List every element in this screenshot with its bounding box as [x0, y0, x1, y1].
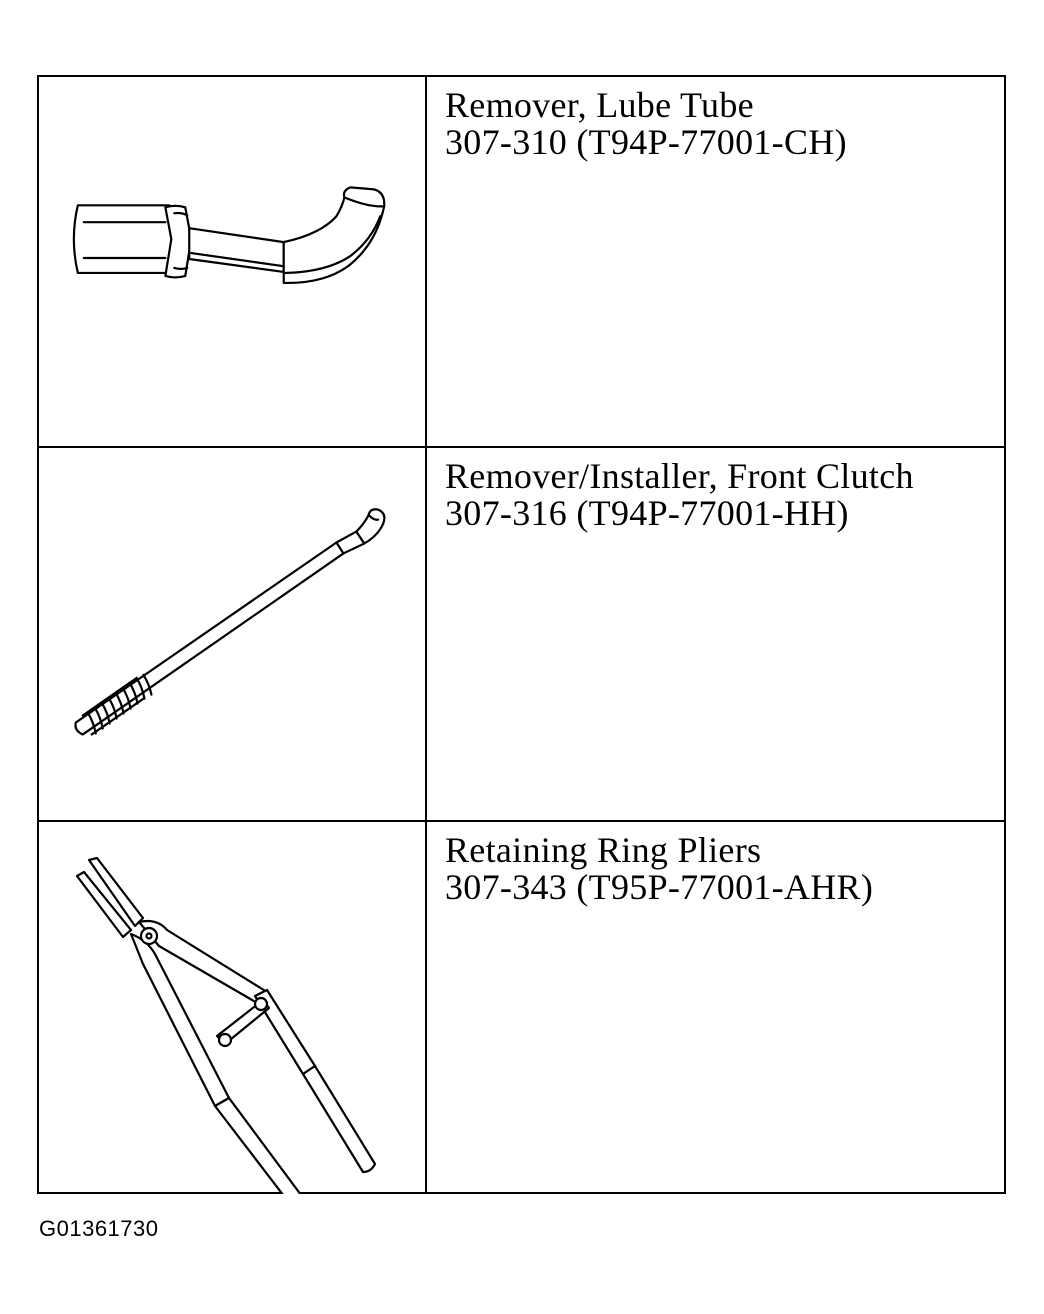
tool-part-number: 307-343 (T95P-77001-AHR) — [445, 867, 874, 907]
tool-name: Remover, Lube Tube — [445, 85, 754, 125]
tool-illustration-cell — [39, 822, 427, 1194]
tool-part-number: 307-310 (T94P-77001-CH) — [445, 122, 847, 162]
tool-description-cell: Remover, Lube Tube 307-310 (T94P-77001-C… — [427, 77, 1004, 446]
tool-name: Remover/Installer, Front Clutch — [445, 456, 914, 496]
tool-name: Retaining Ring Pliers — [445, 830, 762, 870]
tool-row: Remover, Lube Tube 307-310 (T94P-77001-C… — [39, 77, 1004, 448]
tool-illustration-cell — [39, 448, 427, 820]
tool-description-cell: Remover/Installer, Front Clutch 307-316 … — [427, 448, 1004, 820]
special-tools-table: Remover, Lube Tube 307-310 (T94P-77001-C… — [37, 75, 1006, 1194]
lube-tube-remover-illustration — [72, 186, 386, 284]
tool-row: Retaining Ring Pliers 307-343 (T95P-7700… — [39, 822, 1004, 1194]
tool-description-cell: Retaining Ring Pliers 307-343 (T95P-7700… — [427, 822, 1004, 1194]
tool-illustration-cell — [39, 77, 427, 446]
retaining-ring-pliers-illustration — [75, 856, 377, 1194]
tool-row: Remover/Installer, Front Clutch 307-316 … — [39, 448, 1004, 822]
front-clutch-remover-installer-illustration — [74, 508, 386, 736]
figure-id: G01361730 — [39, 1216, 159, 1241]
tool-part-number: 307-316 (T94P-77001-HH) — [445, 493, 849, 533]
